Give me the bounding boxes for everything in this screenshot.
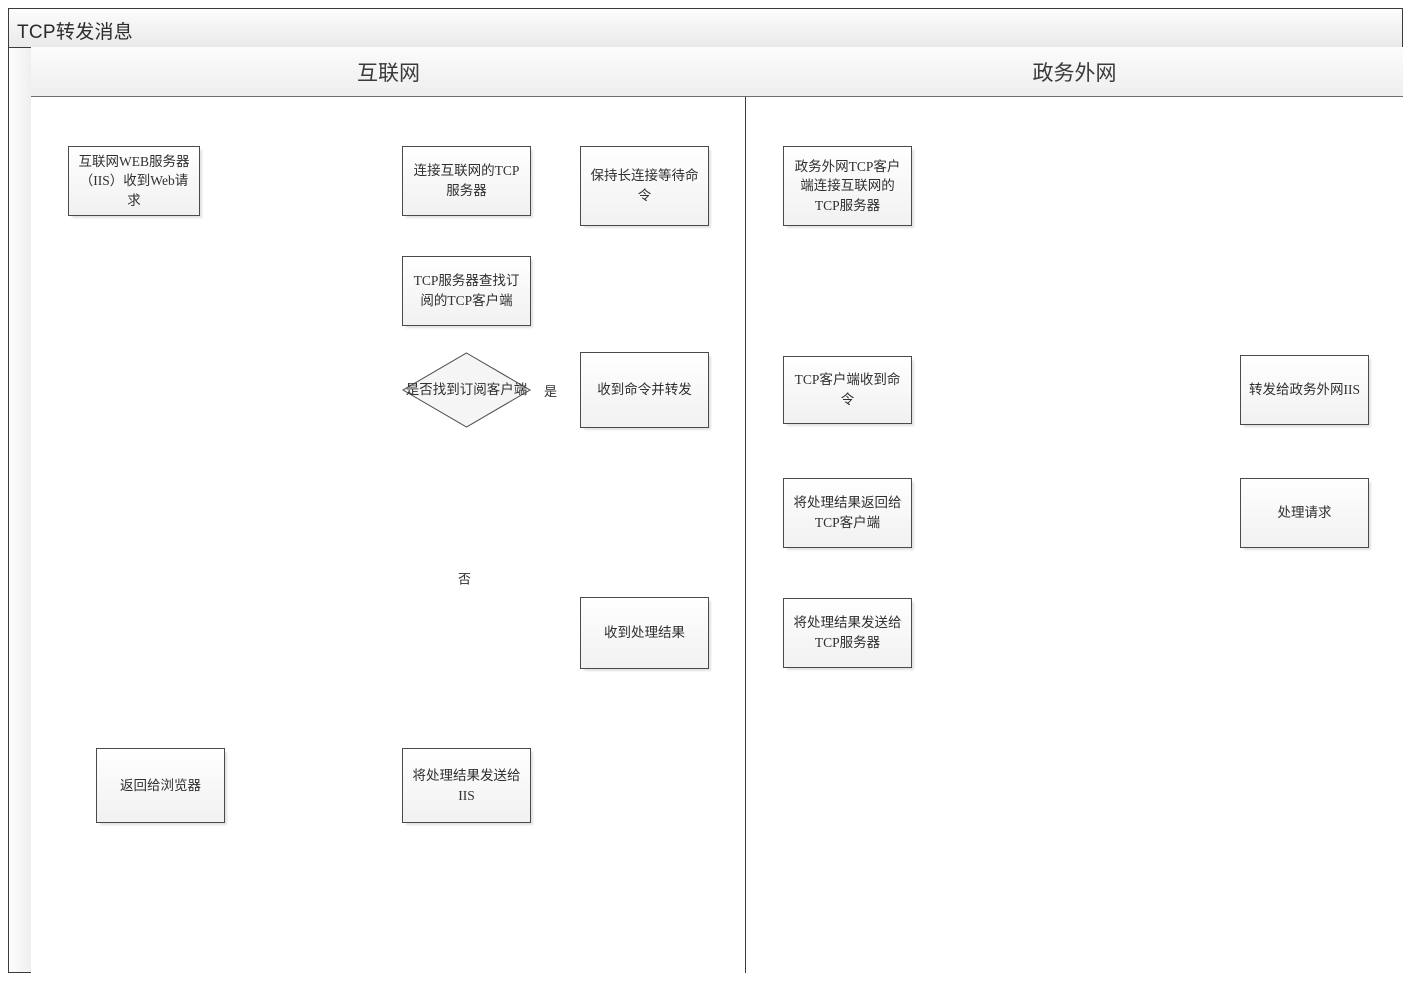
node-label: 收到命令并转发 xyxy=(597,382,692,398)
node-label: 连接互联网的TCP服务器 xyxy=(413,163,520,198)
node-label: 将处理结果发送给TCP服务器 xyxy=(793,615,902,650)
node-receive-and-forward-command[interactable]: 收到命令并转发 xyxy=(580,352,709,428)
node-send-result-to-tcp-server[interactable]: 将处理结果发送给TCP服务器 xyxy=(783,598,912,668)
node-tcp-server-find-subscribed-client[interactable]: TCP服务器查找订阅的TCP客户端 xyxy=(402,256,531,326)
node-tcp-client-received-command[interactable]: TCP客户端收到命令 xyxy=(783,356,912,424)
node-forward-to-gov-iis[interactable]: 转发给政务外网IIS xyxy=(1240,355,1369,425)
node-label: 转发给政务外网IIS xyxy=(1249,382,1360,398)
node-label: 将处理结果返回给TCP客户端 xyxy=(793,495,902,530)
node-label: TCP客户端收到命令 xyxy=(794,372,901,407)
node-label: TCP服务器查找订阅的TCP客户端 xyxy=(413,273,520,308)
node-connect-internet-tcp-server[interactable]: 连接互联网的TCP服务器 xyxy=(402,146,531,216)
node-label: 政务外网TCP客户端连接互联网的TCP服务器 xyxy=(794,158,901,213)
node-label: 是否找到订阅客户端 xyxy=(405,382,528,398)
node-send-result-to-iis[interactable]: 将处理结果发送给IIS xyxy=(402,748,531,823)
node-return-result-to-tcp-client[interactable]: 将处理结果返回给TCP客户端 xyxy=(783,478,912,548)
node-receive-processing-result[interactable]: 收到处理结果 xyxy=(580,597,709,669)
lane-header-gov-extranet: 政务外网 xyxy=(746,47,1403,97)
lane-header-internet: 互联网 xyxy=(31,47,746,97)
node-label: 互联网WEB服务器（IIS）收到Web请求 xyxy=(78,153,190,208)
node-label: 将处理结果发送给IIS xyxy=(412,767,521,803)
edge-label-no: 否 xyxy=(456,572,471,585)
node-decision-found-subscribed-client[interactable]: 是否找到订阅客户端 xyxy=(402,352,531,428)
lane-label-gov-extranet: 政务外网 xyxy=(1032,60,1117,85)
node-label: 处理请求 xyxy=(1277,505,1332,521)
node-label: 保持长连接等待命令 xyxy=(590,168,699,203)
node-label: 收到处理结果 xyxy=(604,625,685,641)
page-title: TCP转发消息 xyxy=(17,22,134,43)
lane-label-internet: 互联网 xyxy=(357,60,420,85)
lane-body-internet xyxy=(31,97,746,973)
node-return-to-browser[interactable]: 返回给浏览器 xyxy=(96,748,225,823)
node-process-request[interactable]: 处理请求 xyxy=(1240,478,1369,548)
edge-label-yes: 是 xyxy=(544,384,558,399)
pool-header-strip xyxy=(9,48,32,972)
node-keep-long-connection-wait-command[interactable]: 保持长连接等待命令 xyxy=(580,146,709,226)
node-web-server-receives-request[interactable]: 互联网WEB服务器（IIS）收到Web请求 xyxy=(68,146,200,216)
diagram-title-bar: TCP转发消息 xyxy=(9,9,1402,48)
node-label: 返回给浏览器 xyxy=(120,777,201,793)
node-gov-tcp-client-connects-server[interactable]: 政务外网TCP客户端连接互联网的TCP服务器 xyxy=(783,146,912,226)
